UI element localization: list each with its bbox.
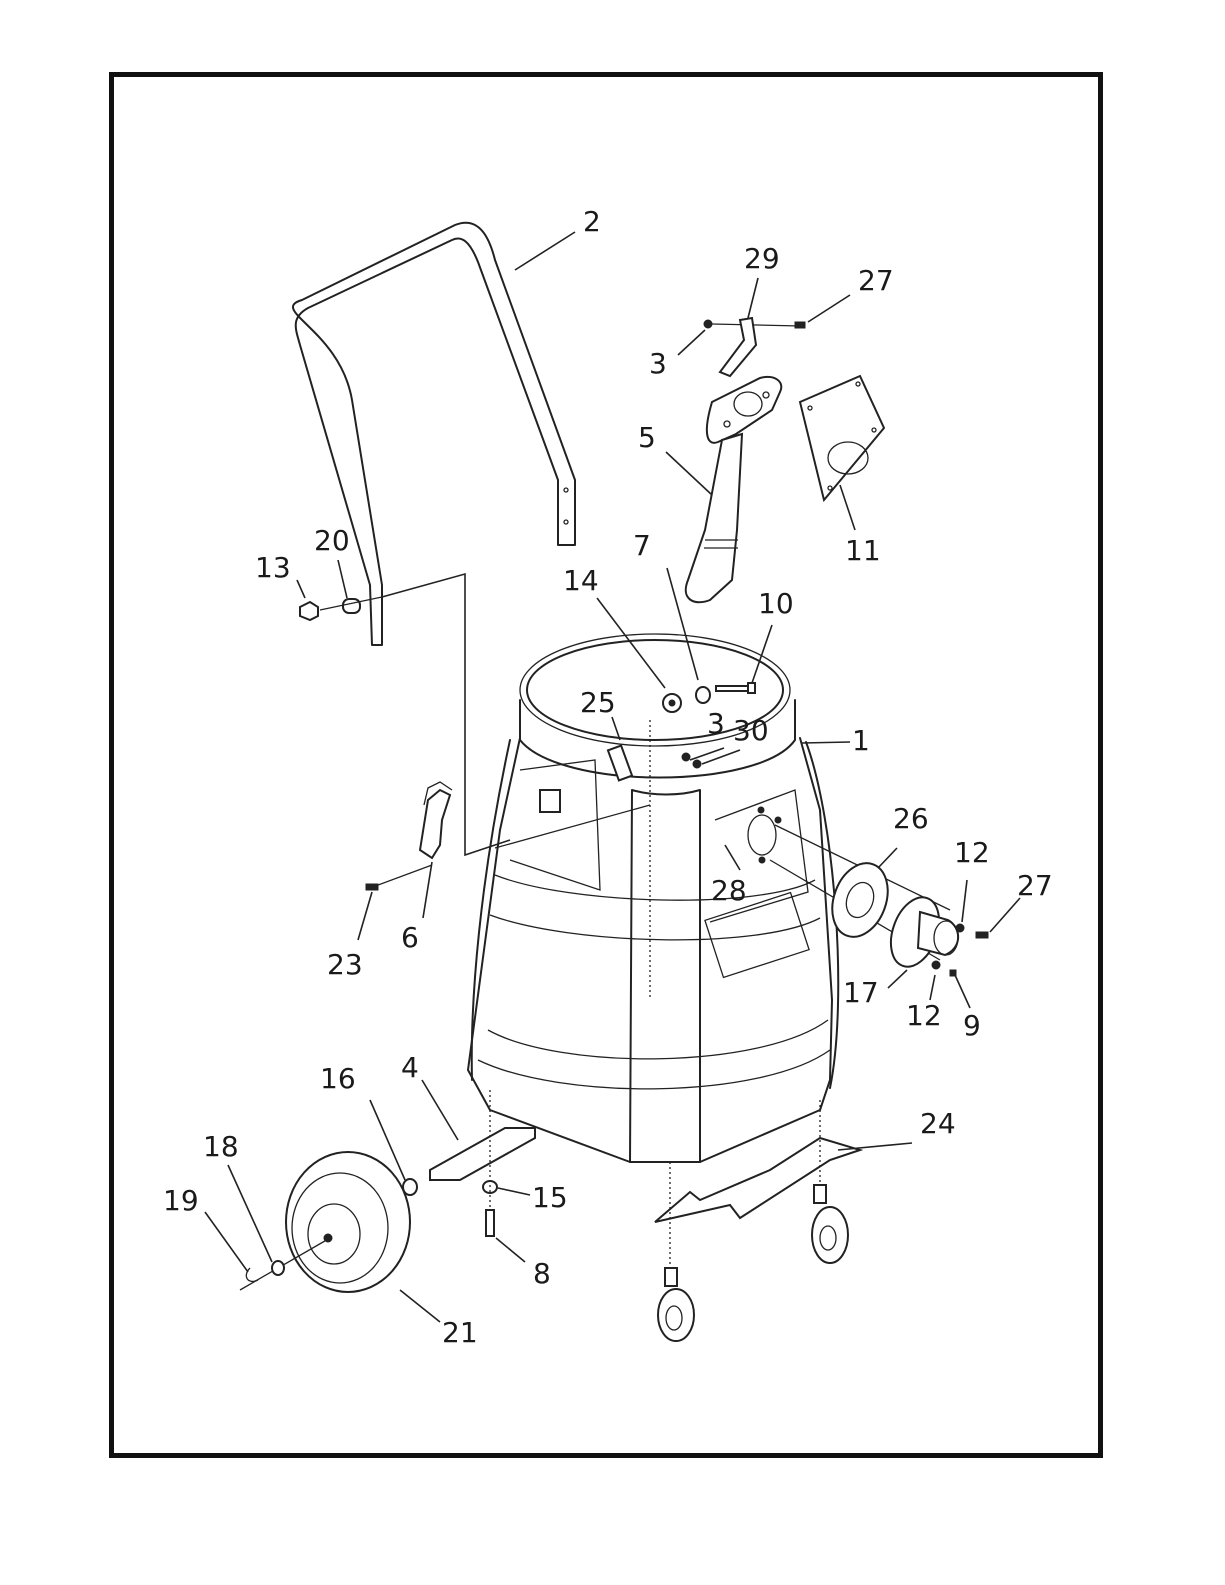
part-label: 17 <box>843 976 879 1009</box>
part-label: 15 <box>532 1181 568 1214</box>
part-label: 18 <box>203 1130 239 1163</box>
part-label: 2 <box>583 205 601 238</box>
part-label: 21 <box>442 1316 478 1349</box>
part-label: 20 <box>314 524 350 557</box>
part-label: 9 <box>963 1009 981 1042</box>
handle-bolt-part <box>300 574 510 855</box>
latch-part <box>366 782 452 890</box>
part-label: 25 <box>580 686 616 719</box>
part-label: 3 <box>707 707 725 740</box>
handle-part <box>293 223 575 645</box>
part-label: 4 <box>401 1051 419 1084</box>
part-label: 3 <box>649 347 667 380</box>
tank-body-part <box>468 634 838 1162</box>
part-label: 14 <box>563 564 599 597</box>
part-label: 8 <box>533 1257 551 1290</box>
inlet-elbow-part <box>686 377 782 602</box>
part-label: 27 <box>858 264 894 297</box>
part-label: 19 <box>163 1184 199 1217</box>
part-label: 28 <box>711 874 747 907</box>
part-label: 7 <box>633 529 651 562</box>
part-label: 29 <box>744 242 780 275</box>
part-label: 30 <box>733 714 769 747</box>
clamp-part <box>704 318 805 376</box>
part-label: 11 <box>845 534 881 567</box>
part-label: 23 <box>327 948 363 981</box>
part-label: 1 <box>852 724 870 757</box>
part-label: 10 <box>758 587 794 620</box>
part-labels: 2 29 27 3 5 11 7 10 14 25 3 30 1 13 20 2… <box>163 205 1053 1349</box>
part-label: 13 <box>255 551 291 584</box>
part-label: 27 <box>1017 869 1053 902</box>
part-label: 12 <box>906 999 942 1032</box>
part-label: 16 <box>320 1062 356 1095</box>
axle-part <box>403 1090 535 1236</box>
gasket-plate-part <box>800 376 884 500</box>
part-label: 5 <box>638 421 656 454</box>
part-label: 6 <box>401 921 419 954</box>
wheel-part <box>240 1152 410 1292</box>
part-label: 12 <box>954 836 990 869</box>
part-label: 26 <box>893 802 929 835</box>
part-label: 24 <box>920 1107 956 1140</box>
